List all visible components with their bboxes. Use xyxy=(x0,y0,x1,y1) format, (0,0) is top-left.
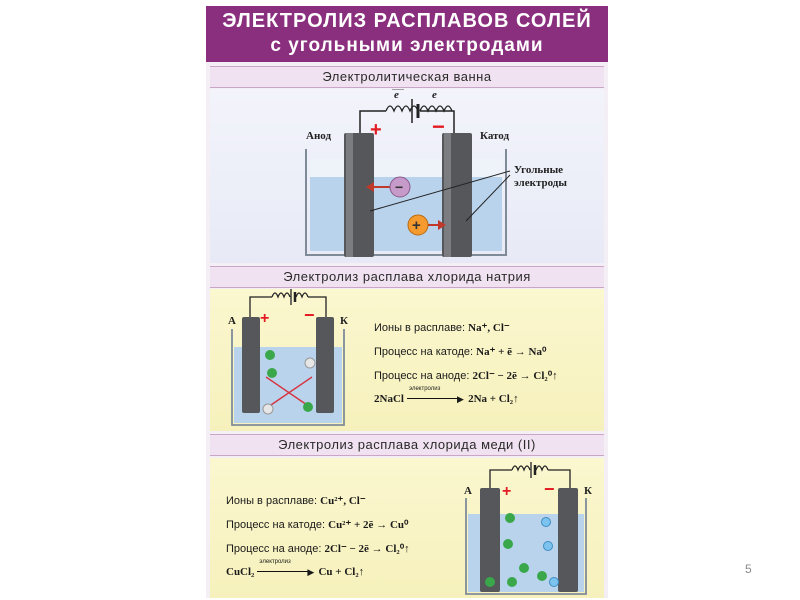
anode-letter: А xyxy=(464,485,472,497)
cathode-label: Катод xyxy=(480,130,509,142)
chloride-ion-icon xyxy=(503,539,513,549)
title-band: ЭЛЕКТРОЛИЗ РАСПЛАВОВ СОЛЕЙ с угольными э… xyxy=(206,6,608,62)
poster-title: ЭЛЕКТРОЛИЗ РАСПЛАВОВ СОЛЕЙ xyxy=(222,10,592,32)
anode-process-line: Процесс на аноде: 2Cl⁻ − 2ē → Cl₂⁰↑ xyxy=(226,543,410,555)
coil-right xyxy=(419,105,453,113)
chloride-ion-icon xyxy=(267,368,277,378)
poster: ЭЛЕКТРОЛИЗ РАСПЛАВОВ СОЛЕЙ с угольными э… xyxy=(206,6,608,598)
chloride-ion-icon xyxy=(303,402,313,412)
cathode-process-line: Процесс на катоде: Cu²⁺ + 2ē → Cu⁰ xyxy=(226,519,409,531)
section3-panel: Ионы в расплаве: Cu²⁺, Cl⁻ Процесс на ка… xyxy=(210,458,604,598)
cathode-letter: К xyxy=(340,315,348,327)
ions-line: Ионы в расплаве: Na⁺, Cl⁻ xyxy=(374,322,510,334)
nacl-cell-diagram: + − А К xyxy=(228,289,348,426)
electron-label-1: e xyxy=(394,89,399,101)
svg-text:−: − xyxy=(395,179,403,195)
plus-sign: + xyxy=(502,483,511,500)
chloride-ion-icon xyxy=(485,577,495,587)
anode-letter: А xyxy=(228,315,236,327)
overall-equation: CuCl₂ электролиз ▶ Cu + Cl₂↑ xyxy=(226,559,365,578)
cathode-letter: К xyxy=(584,485,592,497)
poster-subtitle: с угольными электродами xyxy=(270,35,544,56)
minus-sign: − xyxy=(304,305,315,325)
chloride-ion-icon xyxy=(265,350,275,360)
chloride-ion-icon xyxy=(537,571,547,581)
section1-heading: Электролитическая ванна xyxy=(210,66,604,88)
cation-icon xyxy=(407,214,429,236)
cathode-electrode xyxy=(558,488,578,592)
cathode-process-line: Процесс на катоде: Na⁺ + ē → Na⁰ xyxy=(374,346,547,358)
section2-panel: + − А К Ионы в расплаве: Na⁺, Cl⁻ Процес… xyxy=(210,289,604,431)
copper-ion-icon xyxy=(541,517,551,527)
chloride-ion-icon xyxy=(505,513,515,523)
sodium-ion-icon xyxy=(262,403,274,415)
cathode-electrode xyxy=(316,317,334,413)
cucl2-cell-diagram: + − А К xyxy=(464,462,592,595)
anion-icon xyxy=(389,176,411,198)
copper-ion-icon xyxy=(549,577,559,587)
anode-process-line: Процесс на аноде: 2Cl⁻ − 2ē → Cl₂⁰↑ xyxy=(374,370,558,382)
svg-text:+: + xyxy=(412,217,421,234)
section2-heading: Электролиз расплава хлорида натрия xyxy=(210,266,604,288)
bath-vessel xyxy=(305,149,507,256)
ions-line: Ионы в расплаве: Cu²⁺, Cl⁻ xyxy=(226,495,366,507)
chloride-ion-icon xyxy=(507,577,517,587)
electron-label-2: e xyxy=(432,89,437,101)
copper-ion-icon xyxy=(543,541,553,551)
anode-label: Анод xyxy=(306,130,331,142)
anode-electrode xyxy=(242,317,260,413)
electrodes-label-line2: электроды xyxy=(514,177,567,189)
section3-heading: Электролиз расплава хлорида меди (II) xyxy=(210,434,604,456)
anode-electrode xyxy=(480,488,500,592)
electrodes-label-line1: Угольные xyxy=(514,164,563,176)
electrolytic-bath-diagram: e e + − Анод Катод − xyxy=(305,89,567,257)
coil-left xyxy=(385,105,419,113)
plus-sign: + xyxy=(260,310,269,327)
section1-panel: e e + − Анод Катод − xyxy=(210,89,604,263)
slide-number: 5 xyxy=(745,562,752,576)
plus-sign: + xyxy=(370,119,382,141)
minus-sign: − xyxy=(432,114,445,139)
chloride-ion-icon xyxy=(519,563,529,573)
minus-sign: − xyxy=(544,479,555,499)
sodium-ion-icon xyxy=(304,357,316,369)
overall-equation: 2NaCl электролиз ▶ 2Na + Cl₂↑ xyxy=(374,386,519,405)
